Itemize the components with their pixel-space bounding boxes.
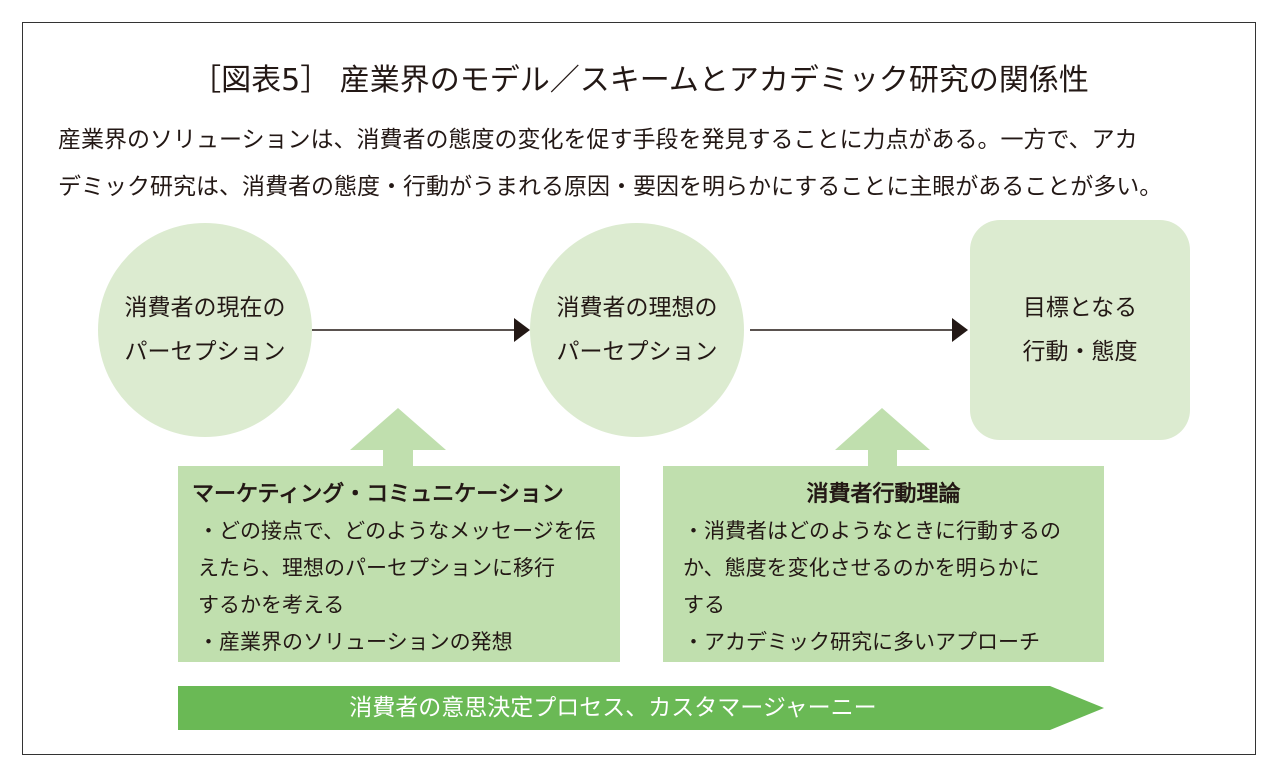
node-label: パーセプション	[124, 339, 286, 365]
up-arrow-marketing	[350, 408, 446, 467]
arrow-head-2	[952, 318, 968, 342]
box-item: ・アカデミック研究に多いアプローチ	[683, 630, 1040, 654]
box-item: ・消費者はどのようなときに行動するの か、態度を変化させるのかを明らかに する	[683, 519, 1061, 617]
description-line-1: 産業界のソリューションは、消費者の態度の変化を促す手段を発見することに力点がある…	[58, 127, 1138, 153]
consumer-behavior-theory-box: 消費者行動理論 ・消費者はどのようなときに行動するの か、態度を変化させるのかを…	[663, 466, 1104, 662]
figure-title: ［図表5］ 産業界のモデル／スキームとアカデミック研究の関係性	[191, 63, 1089, 98]
box-heading: 消費者行動理論	[806, 482, 961, 507]
figure-frame	[22, 22, 1256, 755]
node-label: 消費者の理想の	[556, 295, 718, 321]
node-ideal-perception: 消費者の理想の パーセプション	[530, 223, 744, 437]
box-item: ・産業界のソリューションの発想	[198, 630, 513, 654]
node-label: パーセプション	[556, 339, 718, 365]
arrow-head-1	[514, 318, 530, 342]
node-label: 消費者の現在の	[124, 295, 286, 321]
node-goal-behavior: 目標となる 行動・態度	[970, 220, 1190, 440]
box-item: ・どの接点で、どのようなメッセージを伝 えたら、理想のパーセプションに移行 する…	[198, 519, 596, 617]
node-label: 行動・態度	[1022, 339, 1138, 365]
box-heading: マーケティング・コミュニケーション	[192, 482, 564, 507]
node-current-perception: 消費者の現在の パーセプション	[98, 223, 312, 437]
description-line-2: デミック研究は、消費者の態度・行動がうまれる原因・要因を明らかにすることに主眼が…	[58, 174, 1163, 200]
process-arrow	[178, 686, 1104, 730]
process-arrow-label: 消費者の意思決定プロセス、カスタマージャーニー	[349, 695, 877, 721]
node-label: 目標となる	[1022, 295, 1138, 321]
up-arrow-theory	[835, 408, 930, 467]
marketing-communication-box: マーケティング・コミュニケーション ・どの接点で、どのようなメッセージを伝 えた…	[178, 466, 620, 662]
